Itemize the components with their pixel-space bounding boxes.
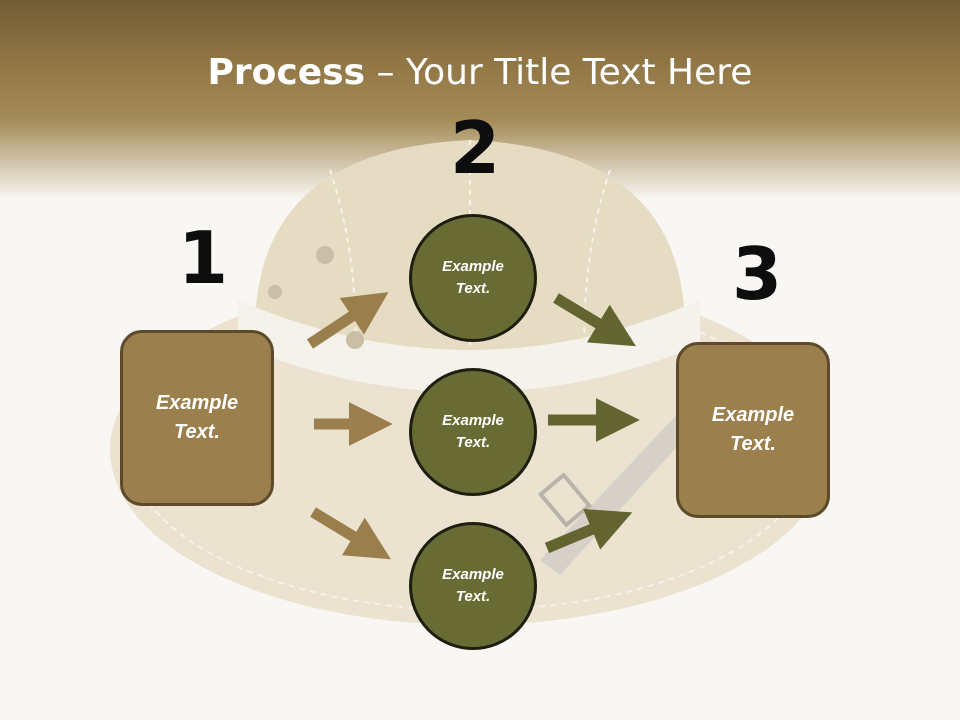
left-step-label: Example Text. — [155, 392, 239, 443]
right-step-label: Example Text. — [711, 404, 795, 455]
circle-middle-label: Example Text. — [442, 411, 504, 452]
step-number-3: 3 — [732, 232, 783, 316]
circle-bottom-label: Example Text. — [442, 565, 504, 606]
title-bold: Process — [207, 52, 366, 93]
title-rest: – Your Title Text Here — [365, 52, 753, 93]
step-number-1: 1 — [178, 216, 229, 300]
circle-step-bottom[interactable]: Example Text. — [409, 522, 537, 650]
left-step-box[interactable]: Example Text. — [120, 330, 274, 506]
right-step-box[interactable]: Example Text. — [676, 342, 830, 518]
circle-step-top[interactable]: Example Text. — [409, 214, 537, 342]
page-title: Process – Your Title Text Here — [0, 52, 960, 93]
circle-top-label: Example Text. — [442, 257, 504, 298]
circle-step-middle[interactable]: Example Text. — [409, 368, 537, 496]
step-number-2: 2 — [450, 106, 501, 190]
